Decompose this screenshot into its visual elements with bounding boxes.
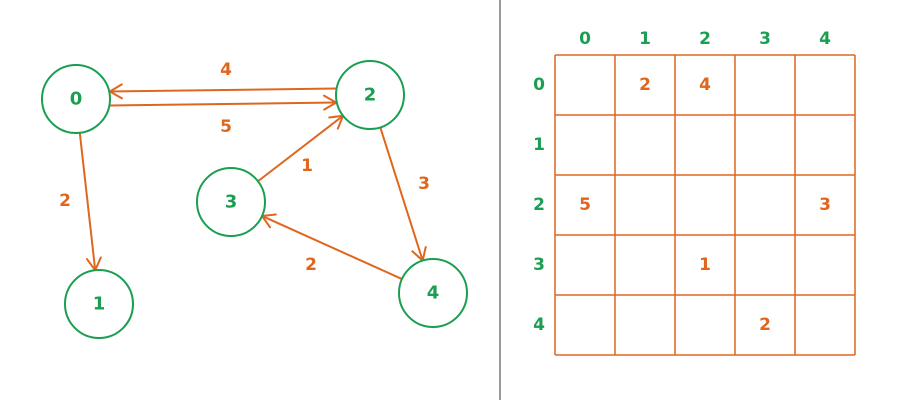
matrix-cell-value: 5 [579,195,591,215]
edge-line [261,215,403,280]
node-4: 4 [398,258,468,328]
matrix-row-header: 3 [533,255,545,275]
edge-2-to-0: 5 [108,83,336,137]
graph-edges: 4 5 2 1 3 2 [59,60,430,280]
edge-line [379,127,424,261]
node-circle [64,269,134,339]
node-label: 4 [427,283,440,304]
matrix-column-header: 2 [699,29,711,49]
edge-line [257,114,344,183]
adjacency-matrix: 0 1 2 3 4 0 1 2 3 4 2 4 5 3 1 2 [533,29,856,356]
matrix-row-header: 4 [533,315,545,335]
node-1: 1 [64,269,134,339]
node-label: 2 [364,85,377,106]
edge-0-to-1: 2 [59,132,102,272]
matrix-column-header: 3 [759,29,771,49]
edge-line [110,101,337,107]
node-circle [335,60,405,130]
matrix-row-header: 0 [533,75,545,95]
matrix-row-header: 1 [533,135,545,155]
node-label: 1 [93,294,106,315]
matrix-cell-value: 1 [699,255,711,275]
node-label: 0 [70,89,83,110]
matrix-cell-value: 3 [819,195,831,215]
matrix-cell-value: 4 [699,75,711,95]
edge-weight-label: 2 [305,255,317,275]
node-circle [196,167,266,237]
edge-weight-label: 4 [220,60,232,80]
matrix-column-header: 4 [819,29,831,49]
node-circle [398,258,468,328]
edge-0-to-2: 4 [110,60,338,111]
graph-nodes: 0 1 2 3 4 [41,60,468,339]
node-circle [41,64,111,134]
node-3: 3 [196,167,266,237]
edge-weight-label: 2 [59,191,71,211]
edge-4-to-3: 2 [260,213,403,280]
edge-weight-label: 3 [418,174,430,194]
edge-line [78,132,97,271]
edge-3-to-2: 1 [257,114,345,183]
matrix-cell-value: 2 [759,315,771,335]
node-2: 2 [335,60,405,130]
edge-weight-label: 1 [301,156,313,176]
edge-weight-label: 5 [220,117,232,137]
edge-2-to-4: 3 [379,127,430,262]
edge-line [109,87,336,93]
matrix-column-header: 1 [639,29,651,49]
node-label: 3 [225,192,238,213]
matrix-row-header: 2 [533,195,545,215]
node-0: 0 [41,64,111,134]
matrix-cell-value: 2 [639,75,651,95]
matrix-column-header: 0 [579,29,591,49]
